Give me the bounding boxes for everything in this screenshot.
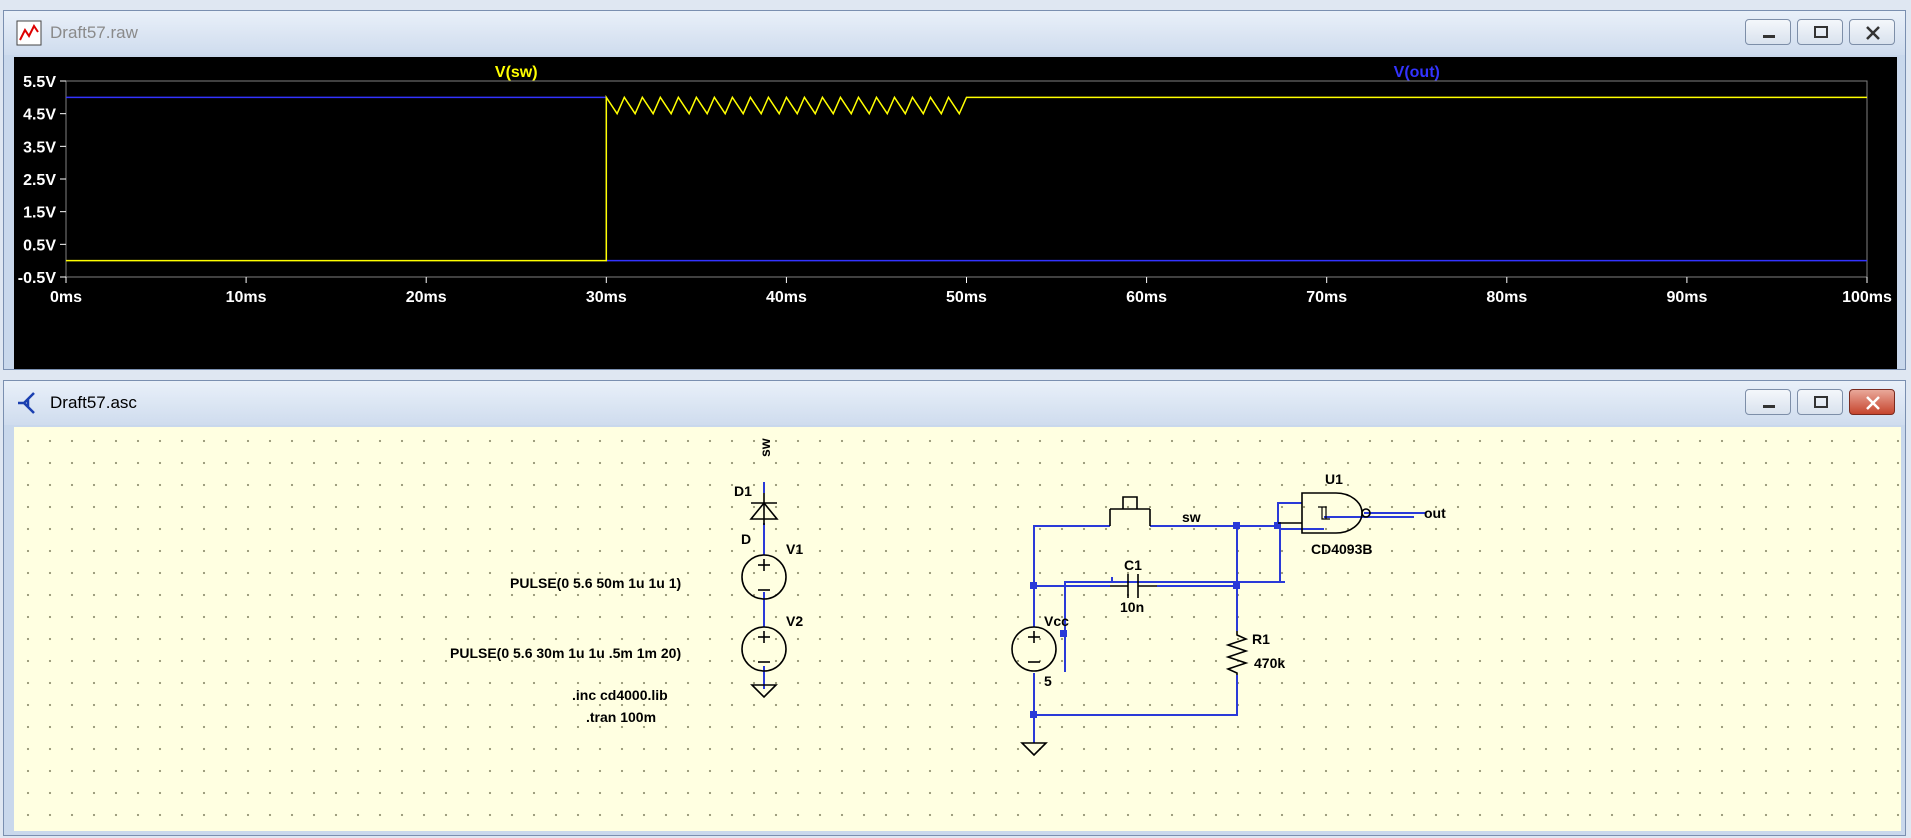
wires: [763, 516, 1414, 689]
vcc-value: 5: [1044, 673, 1052, 689]
maximize-button[interactable]: [1797, 19, 1843, 45]
x-tick-label: 100ms: [1842, 289, 1892, 306]
net-label-sw-top: sw: [757, 438, 773, 457]
schematic-window: Draft57.asc: [3, 380, 1906, 836]
v2-name: V2: [786, 613, 804, 629]
minimize-button[interactable]: [1745, 389, 1791, 415]
close-button[interactable]: [1849, 19, 1895, 45]
x-tick-label: 0ms: [50, 289, 82, 306]
schematic-icon: [18, 392, 35, 414]
y-tick-label: 3.5V: [23, 139, 56, 156]
waveform-window: Draft57.raw 5.5V 4.5V 3.5V 2.5V 1.5V 0.5V -0.5…: [3, 10, 1906, 370]
junction-dots: [1060, 630, 1067, 637]
y-tick-label: 0.5V: [23, 237, 56, 254]
v1-name: V1: [786, 541, 804, 557]
minimize-button[interactable]: [1745, 19, 1791, 45]
x-tick-label: 70ms: [1306, 289, 1347, 306]
plot-pane[interactable]: 5.5V 4.5V 3.5V 2.5V 1.5V 0.5V -0.5V 0ms 10ms 20ms…: [14, 57, 1897, 369]
x-tick-label: 80ms: [1486, 289, 1527, 306]
directive-inc[interactable]: .inc cd4000.lib: [572, 687, 668, 703]
maximize-button[interactable]: [1797, 389, 1843, 415]
trace-label-vout: V(out): [1394, 64, 1440, 81]
x-tick-label: 60ms: [1126, 289, 1167, 306]
y-tick-label: 2.5V: [23, 172, 56, 189]
waveform-plot: 5.5V 4.5V 3.5V 2.5V 1.5V 0.5V -0.5V 0ms 10ms 20ms…: [18, 64, 1892, 306]
net-label-out: out: [1424, 505, 1446, 521]
x-tick-label: 90ms: [1666, 289, 1707, 306]
waveform-window-title: Draft57.raw: [50, 23, 138, 42]
d1-name: D1: [734, 483, 752, 499]
x-tick-label: 30ms: [586, 289, 627, 306]
waveform-icon: [16, 20, 42, 46]
y-tick-label: 5.5V: [23, 74, 56, 91]
r1-name: R1: [1252, 631, 1270, 647]
vcc-name: Vcc: [1044, 613, 1069, 629]
v2-value: PULSE(0 5.6 30m 1u 1u .5m 1m 20): [450, 645, 682, 661]
schematic-titlebar[interactable]: Draft57.asc: [4, 381, 1905, 425]
close-button[interactable]: [1849, 389, 1895, 415]
trace-vout: [66, 96, 1867, 262]
u1-value: CD4093B: [1311, 541, 1373, 557]
v1-value: PULSE(0 5.6 50m 1u 1u 1): [510, 575, 682, 591]
trace-label-vsw: V(sw): [495, 64, 538, 81]
u1-name: U1: [1325, 471, 1343, 487]
r1-value: 470k: [1254, 655, 1286, 671]
schematic-drawing: [763, 516, 1414, 689]
waveform-titlebar[interactable]: Draft57.raw: [4, 11, 1905, 55]
schematic-window-title: Draft57.asc: [50, 393, 137, 412]
c1-value: 10n: [1120, 599, 1145, 615]
x-tick-label: 40ms: [766, 289, 807, 306]
y-tick-label: 4.5V: [23, 107, 56, 124]
x-tick-label: 50ms: [946, 289, 987, 306]
trace-vsw: [66, 94, 1867, 262]
y-tick-label: -0.5V: [18, 270, 57, 287]
x-tick-label: 20ms: [406, 289, 447, 306]
d1-value: D: [741, 531, 752, 547]
schematic-symbols: [741, 482, 1425, 757]
c1-name: C1: [1124, 557, 1142, 573]
y-tick-label: 1.5V: [23, 205, 56, 222]
directive-tran[interactable]: .tran 100m: [586, 709, 657, 725]
plot-frame: [65, 80, 1868, 278]
x-tick-label: 10ms: [226, 289, 267, 306]
net-label-sw: sw: [1182, 509, 1201, 525]
schematic-canvas[interactable]: sw D1 D V1 PULSE(0 5.6 50m 1u 1u 1) V2 P…: [14, 427, 1901, 831]
